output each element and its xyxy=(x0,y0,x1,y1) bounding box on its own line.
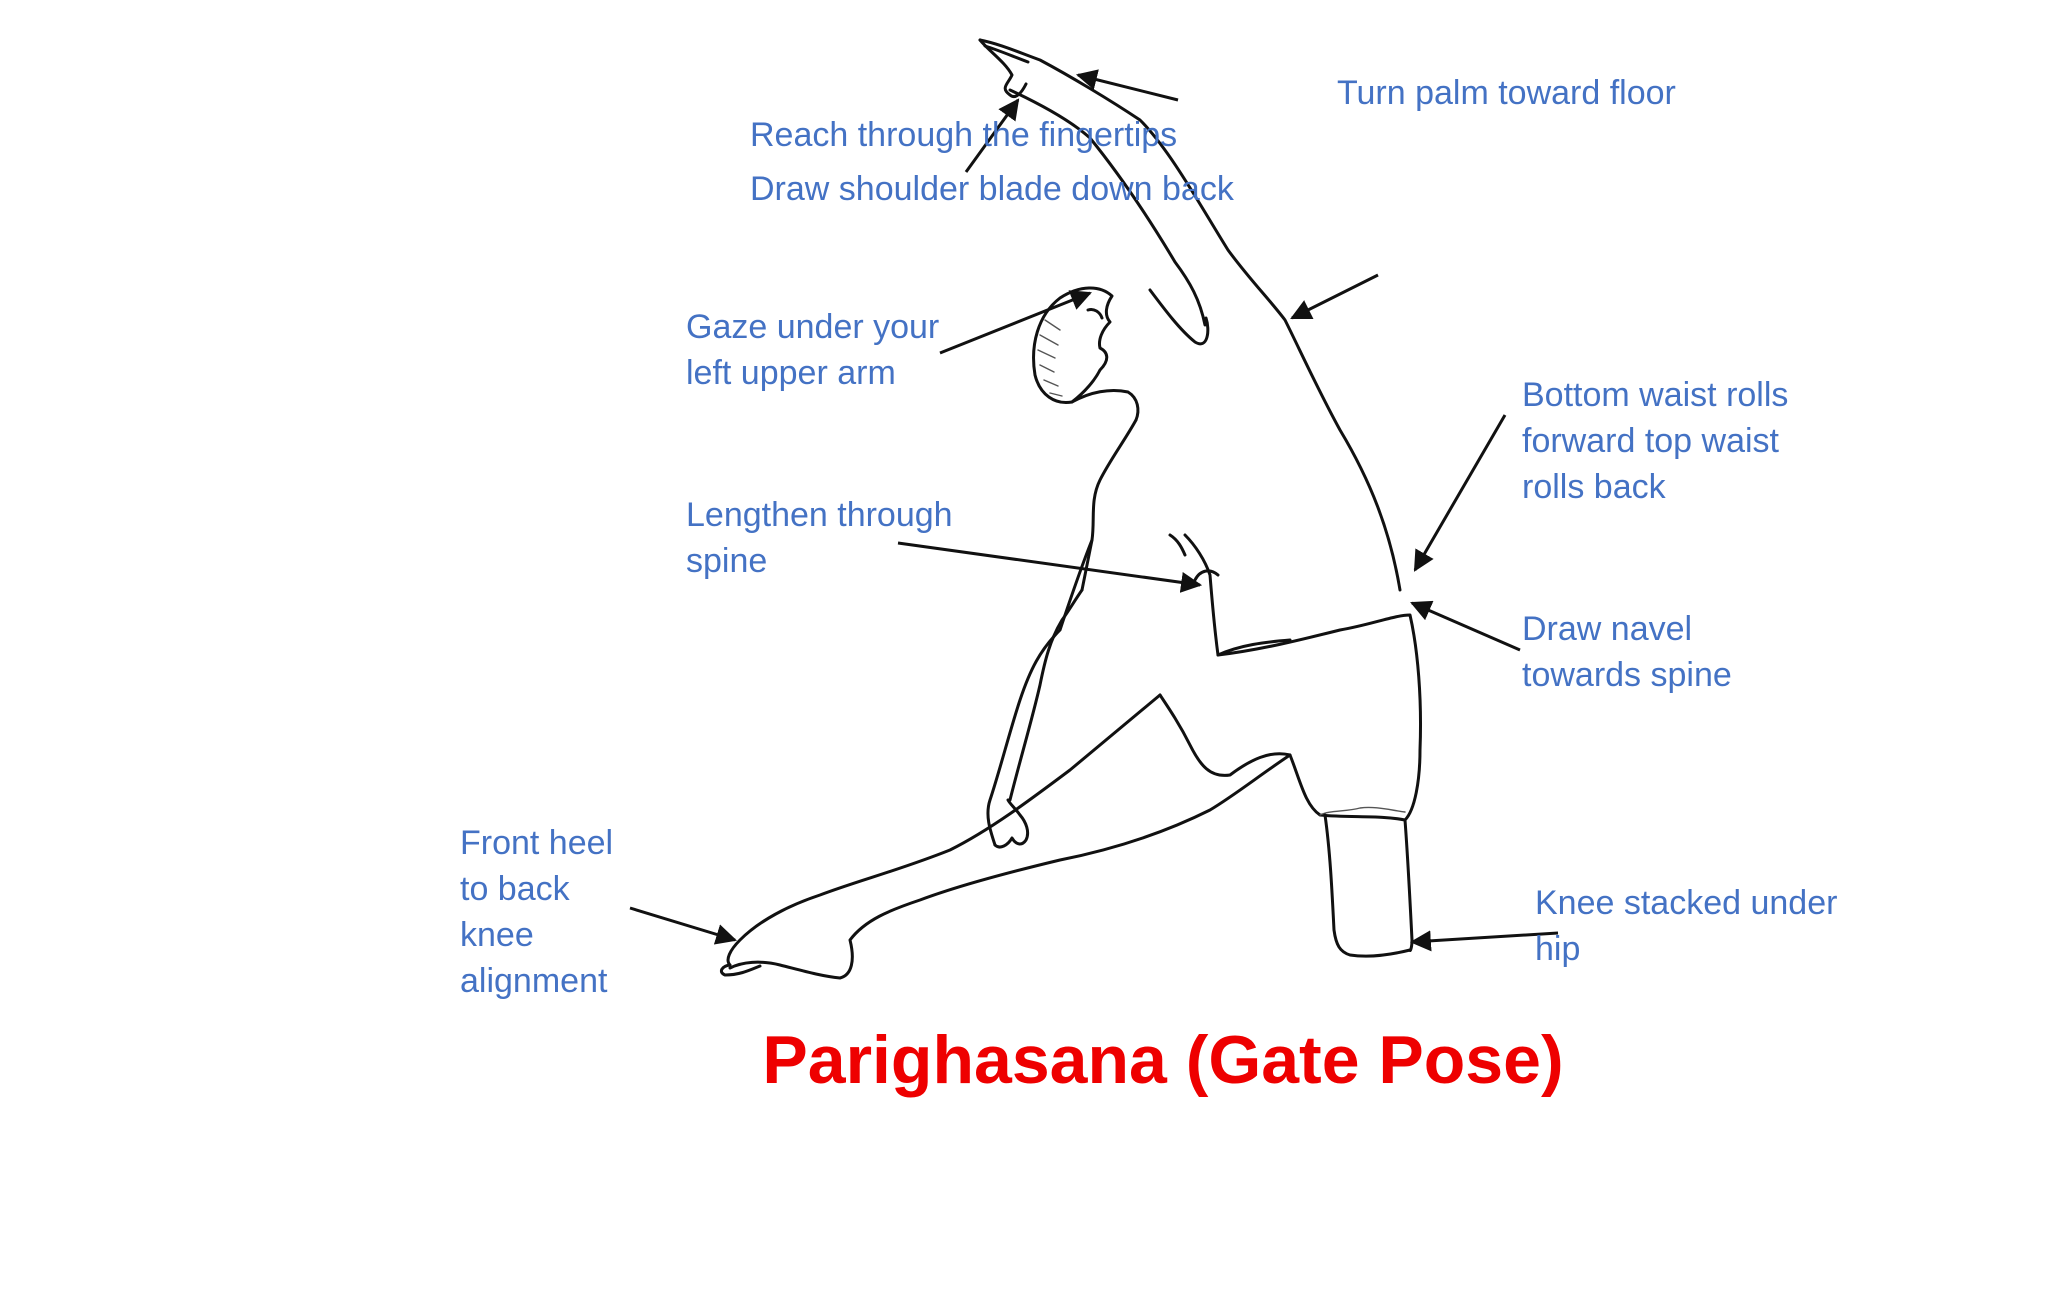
pose-title: Parighasana (Gate Pose) xyxy=(762,1022,1564,1098)
raised-arm-inner xyxy=(1008,88,1207,327)
annotation-waist-line-1: Bottom waist rolls xyxy=(1522,376,1789,414)
support-arm-outer xyxy=(986,538,1094,847)
arrow-knee xyxy=(1409,930,1559,952)
torso-back xyxy=(1080,418,1138,592)
annotation-gaze: Gaze under your left upper arm xyxy=(686,304,939,396)
annotation-palm-line-1: Turn palm toward floor xyxy=(1337,74,1676,112)
front-foot xyxy=(719,963,762,977)
rib-line xyxy=(1193,569,1220,582)
waistband xyxy=(1216,638,1292,657)
finger-detail xyxy=(983,44,1030,64)
annotation-navel-line-2: towards spine xyxy=(1522,656,1732,694)
arrow-navel xyxy=(1410,600,1521,652)
kneeling-thigh-back xyxy=(1403,818,1414,952)
fingers xyxy=(978,38,1028,99)
shoulder-line xyxy=(1148,288,1210,346)
kneeling-thigh-front xyxy=(1323,813,1412,958)
annotation-knee-line-1: Knee stacked under xyxy=(1535,884,1838,922)
annotation-waist-line-2: forward top waist xyxy=(1522,422,1779,460)
annotation-waist-line-3: rolls back xyxy=(1522,468,1666,506)
arrow-waist xyxy=(1413,414,1507,572)
annotation-heel-line-4: alignment xyxy=(460,962,608,1000)
eye xyxy=(1086,308,1104,320)
annotation-heel-line-3: knee xyxy=(460,916,534,954)
annotation-knee: Knee stacked under hip xyxy=(1535,880,1837,972)
arrow-spine xyxy=(897,541,1203,593)
torso-front xyxy=(1183,533,1220,657)
annotation-arrows xyxy=(629,69,1559,952)
annotation-gaze-line-1: Gaze under your xyxy=(686,308,940,346)
front-leg-top xyxy=(726,693,1162,967)
annotation-palm: Turn palm toward floor xyxy=(1337,70,1676,116)
hand xyxy=(993,798,1030,849)
arrow-shoulder xyxy=(1290,273,1379,320)
hair-shading xyxy=(1037,319,1063,397)
annotation-knee-line-2: hip xyxy=(1535,930,1581,968)
annotation-fingertips: Reach through the fingertips xyxy=(750,112,1177,158)
annotation-heel-line-2: to back xyxy=(460,870,570,908)
annotation-gaze-line-2: left upper arm xyxy=(686,354,896,392)
annotation-navel-line-1: Draw navel xyxy=(1522,610,1693,648)
arrow-palm xyxy=(1075,69,1179,102)
annotation-heel-line-1: Front heel xyxy=(460,824,614,862)
chest-to-belly xyxy=(1168,533,1187,557)
arrow-heel xyxy=(629,906,738,945)
annotation-spine-line-2: spine xyxy=(686,542,768,580)
annotation-fingertips-line-1: Reach through the fingertips xyxy=(750,116,1178,154)
annotation-spine-line-1: Lengthen through xyxy=(686,496,953,534)
neck-line xyxy=(1070,388,1140,422)
arrow-fingertips xyxy=(964,98,1020,173)
annotation-navel: Draw navel towards spine xyxy=(1522,606,1732,698)
annotation-spine: Lengthen through spine xyxy=(686,492,953,584)
arrow-gaze xyxy=(939,290,1092,355)
support-arm-inner xyxy=(1008,588,1084,802)
shorts-outline xyxy=(1158,613,1423,822)
raised-arm-outline xyxy=(978,38,1402,592)
head-outline xyxy=(1032,286,1114,405)
front-leg-bottom xyxy=(728,753,1292,980)
shorts-shading xyxy=(1319,806,1406,816)
annotation-shoulder: Draw shoulder blade down back xyxy=(750,166,1234,212)
annotation-heel: Front heel to back knee alignment xyxy=(460,820,613,1004)
annotation-shoulder-line-1: Draw shoulder blade down back xyxy=(750,170,1234,208)
annotation-waist: Bottom waist rolls forward top waist rol… xyxy=(1522,372,1788,510)
